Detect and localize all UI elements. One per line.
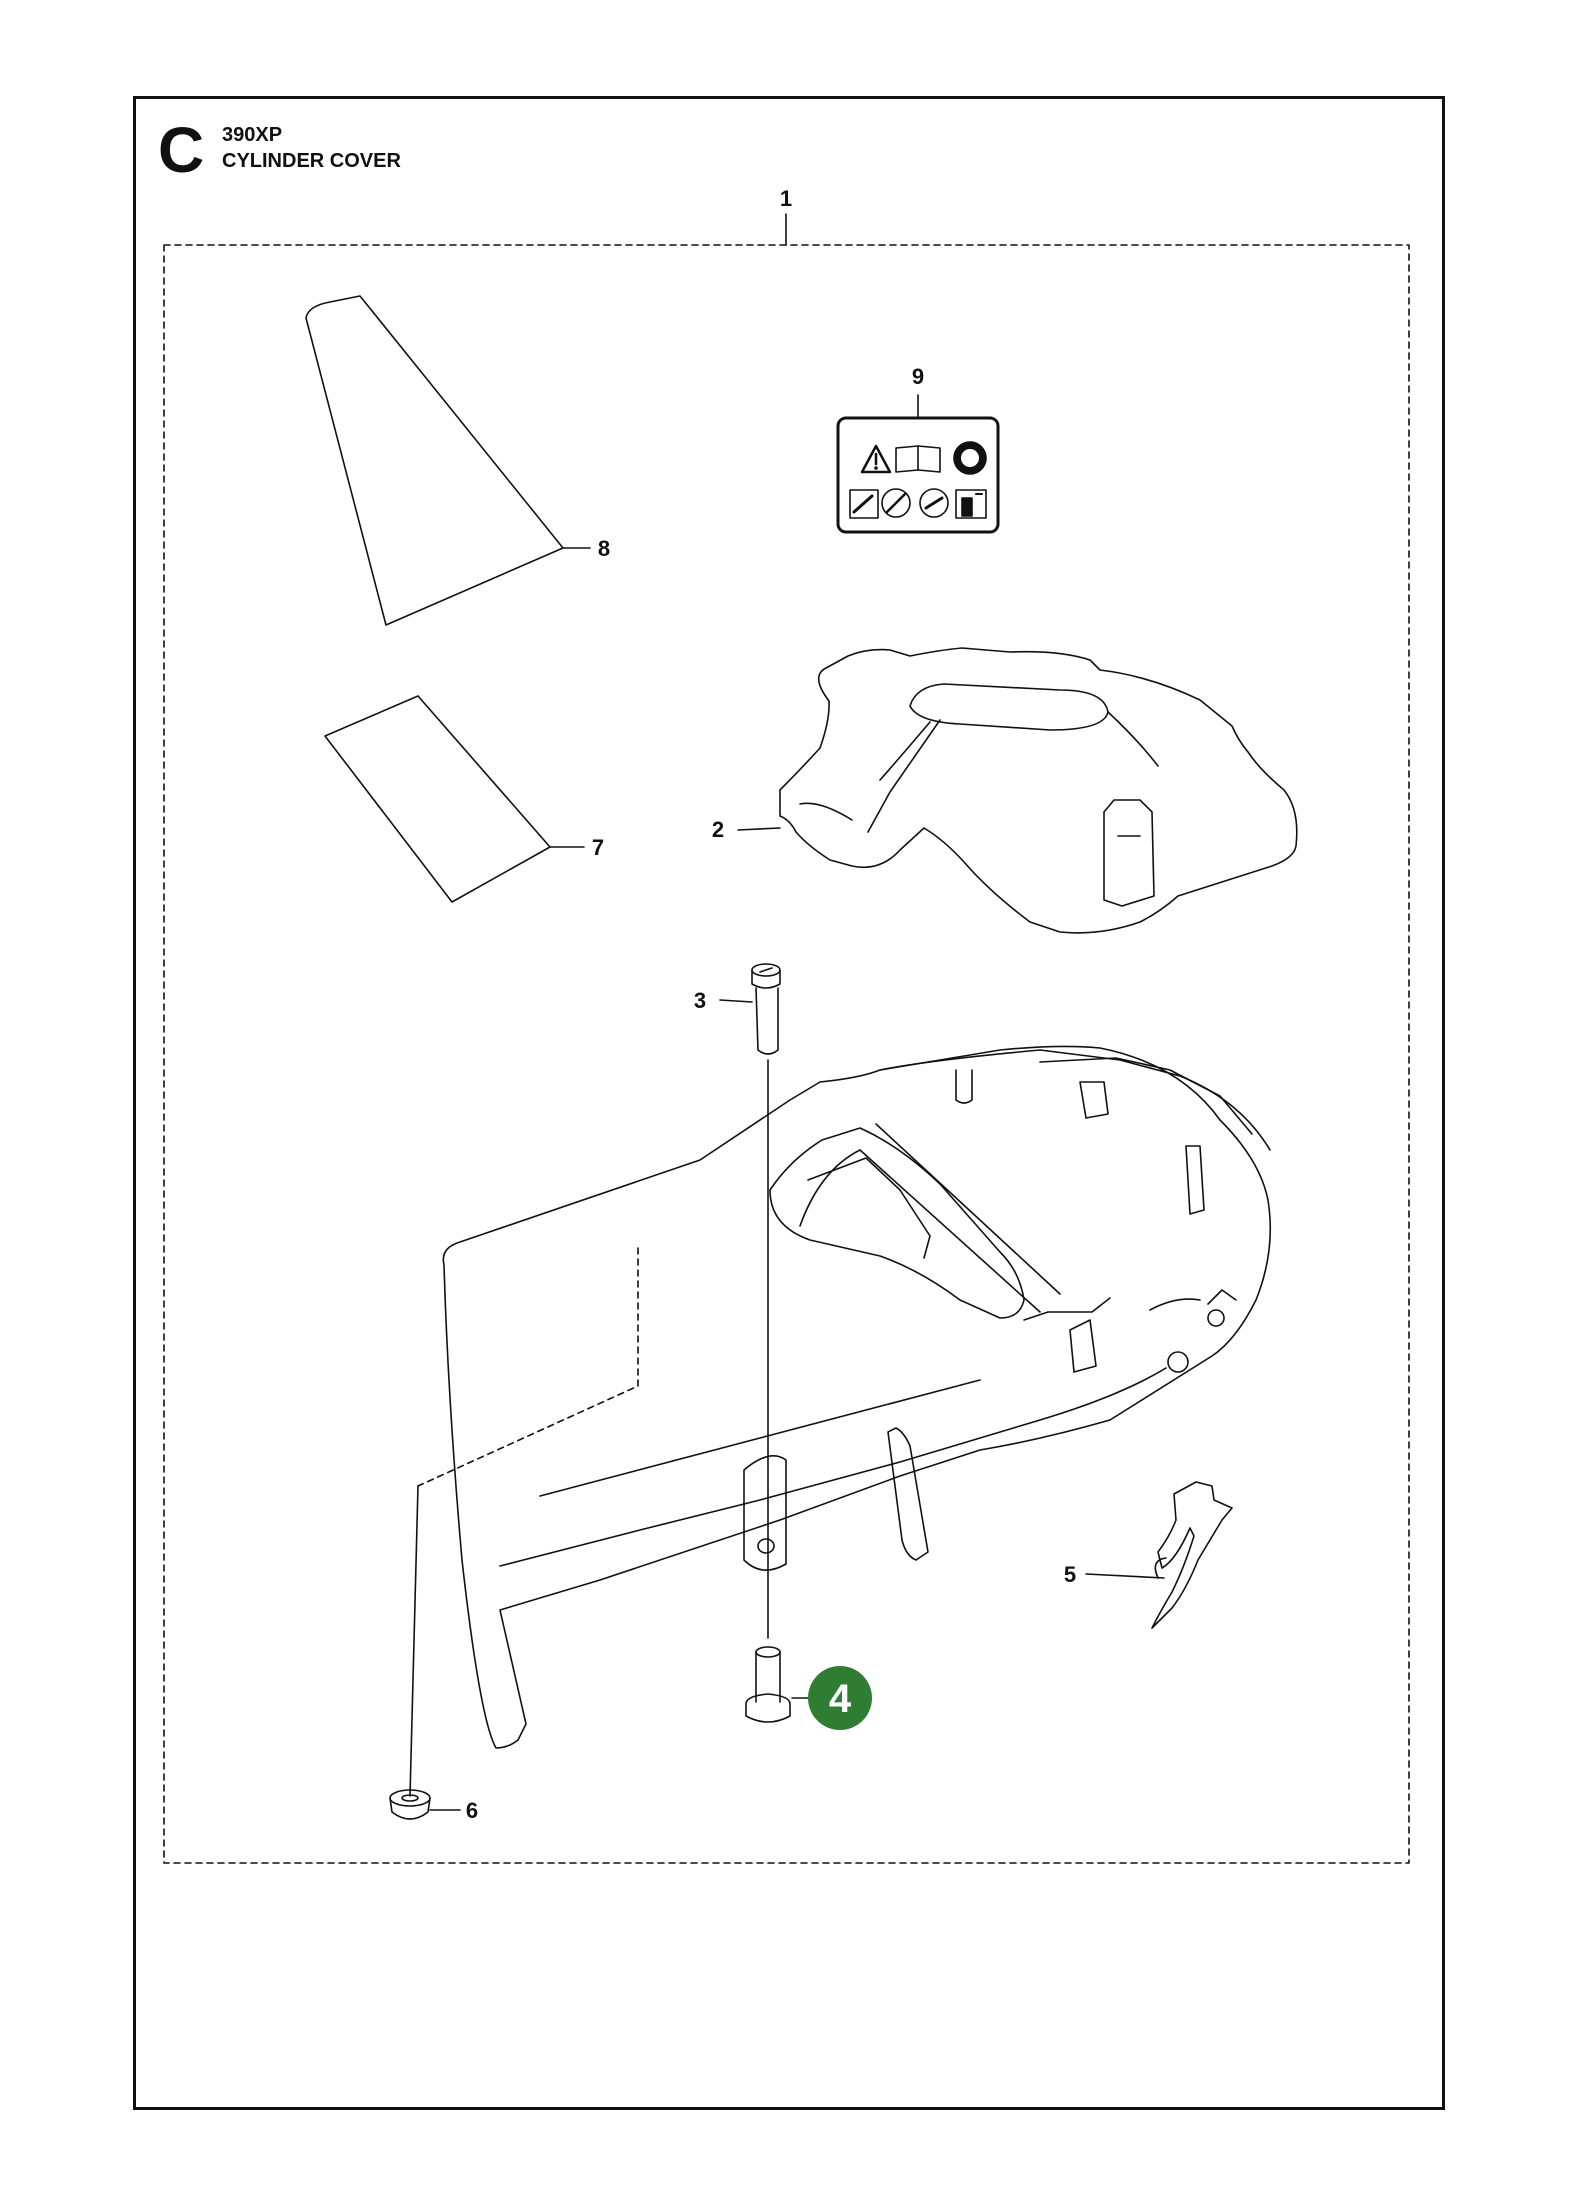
kickback-icon [849, 489, 879, 519]
grommet-part [389, 1789, 431, 1820]
highlight-badge [808, 1666, 872, 1730]
model-name: 390XP [222, 124, 283, 146]
callout-7: 7 [592, 835, 604, 860]
page-title: CYLINDER COVER [222, 150, 401, 172]
chain-icon [881, 488, 911, 518]
leader-2 [737, 827, 781, 831]
leader-5 [1085, 1573, 1165, 1579]
callout-2: 2 [712, 817, 724, 842]
leader-3 [719, 999, 753, 1003]
callout-9: 9 [912, 364, 924, 389]
callout-1: 1 [780, 186, 792, 211]
callout-5: 5 [1064, 1562, 1076, 1587]
decal-part [324, 695, 551, 903]
section-letter: C [158, 114, 205, 186]
page-frame [133, 96, 1445, 2110]
manual-book-icon [895, 445, 941, 473]
cylinder-cover-housing-part [417, 1045, 1272, 1749]
warning-triangle-icon [860, 444, 892, 474]
axis-line-6 [409, 1485, 419, 1797]
ear-eye-protection-icon [953, 441, 987, 475]
warning-label-part [836, 416, 1000, 534]
operator-icon [955, 489, 987, 519]
callout-8: 8 [598, 536, 610, 561]
screw-part [751, 963, 781, 1055]
callout-4: 4 [829, 1677, 852, 1721]
cylinder-top-cover-part [779, 647, 1298, 934]
callout-3: 3 [694, 988, 706, 1013]
spacer-sleeve-part [745, 1646, 791, 1723]
clip-part [1151, 1481, 1233, 1629]
callout-6: 6 [466, 1798, 478, 1823]
decal-tapered-part [305, 295, 564, 626]
chainsaw-icon [919, 488, 949, 518]
